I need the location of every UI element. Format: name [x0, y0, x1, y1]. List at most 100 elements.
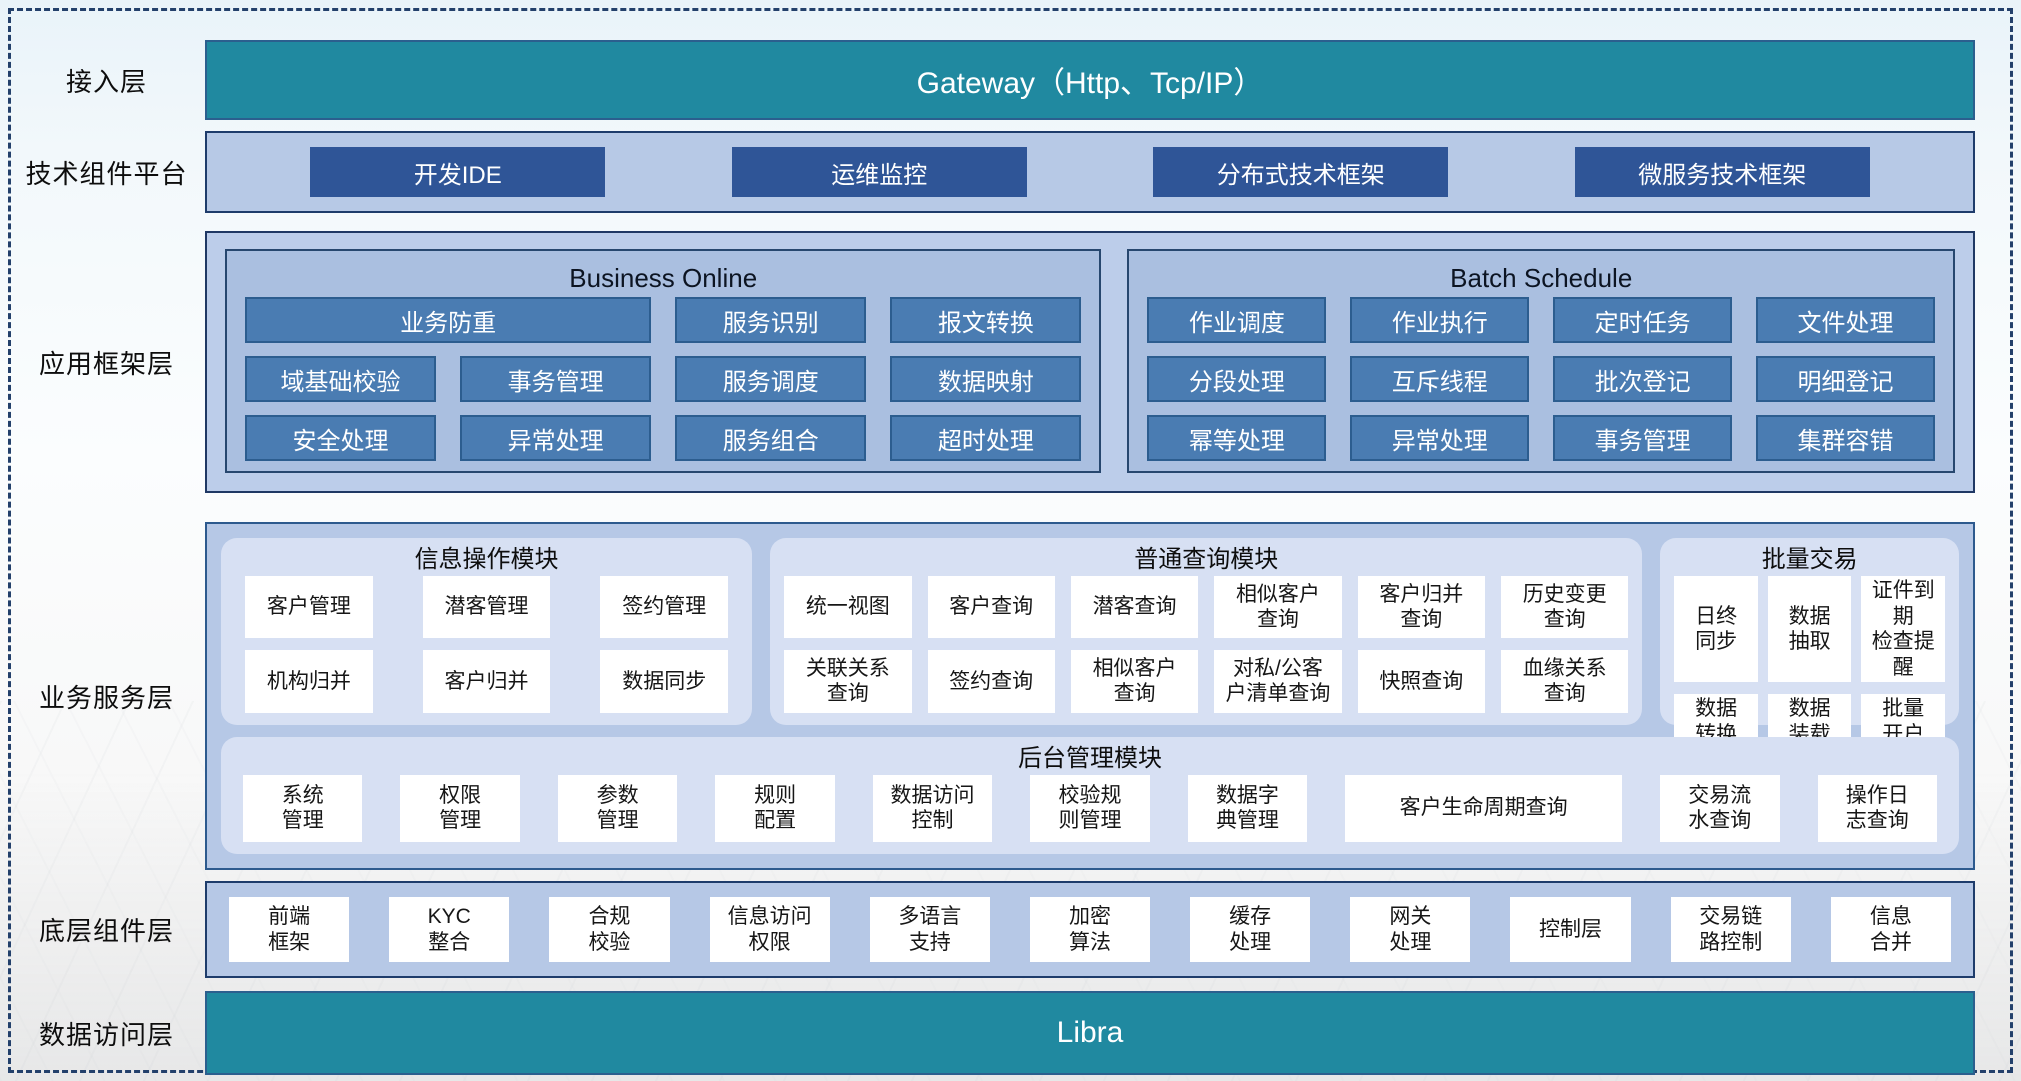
admin-module-cell: 系统 管理: [243, 774, 363, 842]
batch-trade-cell: 日终 同步: [1674, 576, 1758, 683]
batch-schedule-cell: 定时任务: [1553, 297, 1733, 343]
base-component-cell: 网关 处理: [1350, 897, 1471, 962]
batch-schedule-cell: 文件处理: [1756, 297, 1935, 343]
layer-label-access: 接入层: [65, 66, 147, 97]
business-online-cell: 域基础校验: [245, 356, 437, 402]
info-operation-cell: 客户管理: [245, 576, 373, 639]
base-component-cell: 多语言 支持: [869, 897, 990, 962]
access-layer-row: 接入层 Gateway（Http、Tcp/IP）: [8, 40, 2013, 120]
layer-label-business-service: 业务服务层: [38, 682, 174, 713]
tech-platform-button: 运维监控: [731, 147, 1027, 197]
business-service-row: 业务服务层 信息操作模块 客户管理潜客管理签约管理机构归并客户归并数据同步 普通…: [8, 522, 2013, 870]
admin-module-title: 后台管理模块: [1018, 744, 1162, 772]
ordinary-query-cell: 签约查询: [927, 650, 1055, 713]
admin-module-cell: 参数 管理: [557, 774, 678, 842]
base-component-cell: 前端 框架: [229, 897, 350, 962]
layer-label-app-framework: 应用框架层: [38, 348, 174, 379]
batch-schedule-cell: 批次登记: [1553, 356, 1733, 402]
batch-schedule-cell: 明细登记: [1756, 356, 1935, 402]
admin-module-cell: 数据访问 控制: [872, 774, 993, 842]
admin-module-cell: 数据字 典管理: [1187, 774, 1308, 842]
batch-schedule-title: Batch Schedule: [1450, 263, 1633, 293]
info-operation-module: 信息操作模块 客户管理潜客管理签约管理机构归并客户归并数据同步: [221, 538, 753, 725]
business-online-cell: 异常处理: [460, 415, 652, 461]
base-component-cell: 合规 校验: [549, 897, 670, 962]
ordinary-query-cell: 相似客户 查询: [1070, 650, 1199, 713]
business-online-cell: 服务组合: [675, 415, 867, 461]
libra-bar: Libra: [205, 991, 1975, 1075]
batch-schedule-cell: 作业调度: [1147, 297, 1327, 343]
admin-module-grid: 系统 管理权限 管理参数 管理规则 配置数据访问 控制校验规 则管理数据字 典管…: [235, 774, 1945, 842]
admin-module-cell: 规则 配置: [715, 774, 835, 842]
business-online-grid: 业务防重服务识别报文转换域基础校验事务管理服务调度数据映射安全处理异常处理服务组…: [245, 297, 1082, 461]
tech-platform-button: 分布式技术框架: [1153, 147, 1449, 197]
ordinary-query-cell: 关联关系 查询: [784, 650, 912, 713]
business-online-cell: 事务管理: [460, 356, 652, 402]
info-operation-cell: 签约管理: [600, 576, 729, 639]
gateway-bar: Gateway（Http、Tcp/IP）: [205, 40, 1975, 120]
layer-label-tech-platform: 技术组件平台: [25, 158, 188, 189]
business-online-cell: 业务防重: [245, 297, 652, 343]
base-component-cell: 交易链 路控制: [1670, 897, 1791, 962]
business-online-cell: 超时处理: [890, 415, 1082, 461]
admin-module-cell: 操作日 志查询: [1817, 774, 1937, 842]
ordinary-query-cell: 快照查询: [1357, 650, 1485, 713]
batch-trade-cell: 证件到期 检查提醒: [1861, 576, 1945, 683]
ordinary-query-cell: 客户归并 查询: [1357, 576, 1485, 639]
ordinary-query-cell: 相似客户 查询: [1214, 576, 1342, 639]
base-component-cell: KYC 整合: [389, 897, 510, 962]
business-online-cell: 报文转换: [890, 297, 1082, 343]
tech-platform-content: 开发IDE 运维监控 分布式技术框架 微服务技术框架: [205, 131, 1975, 213]
batch-trade-grid: 日终 同步数据 抽取证件到期 检查提醒数据 转换数据 装载批量 开户: [1674, 576, 1945, 750]
base-component-cell: 控制层: [1510, 897, 1631, 962]
admin-module-cell: 权限 管理: [400, 774, 520, 842]
ordinary-query-cell: 统一视图: [784, 576, 912, 639]
data-access-content: Libra: [205, 991, 1975, 1075]
tech-platform-button: 开发IDE: [310, 147, 606, 197]
business-online-title: Business Online: [569, 263, 758, 293]
app-framework-row: 应用框架层 Business Online 业务防重服务识别报文转换域基础校验事…: [8, 231, 2013, 493]
app-framework-box: Business Online 业务防重服务识别报文转换域基础校验事务管理服务调…: [205, 231, 1975, 493]
batch-trade-module: 批量交易 日终 同步数据 抽取证件到期 检查提醒数据 转换数据 装载批量 开户: [1660, 538, 1959, 750]
ordinary-query-cell: 血缘关系 查询: [1501, 650, 1629, 713]
business-service-content: 信息操作模块 客户管理潜客管理签约管理机构归并客户归并数据同步 普通查询模块 统…: [205, 522, 1975, 870]
ordinary-query-cell: 客户查询: [927, 576, 1055, 639]
batch-schedule-cell: 互斥线程: [1350, 356, 1530, 402]
business-online-cell: 服务调度: [675, 356, 867, 402]
admin-module: 后台管理模块 系统 管理权限 管理参数 管理规则 配置数据访问 控制校验规 则管…: [221, 736, 1959, 854]
info-operation-cell: 机构归并: [245, 650, 373, 713]
data-access-row: 数据访问层 Libra: [8, 991, 2013, 1075]
ordinary-query-cell: 对私/公客 户清单查询: [1214, 650, 1342, 713]
batch-schedule-cell: 异常处理: [1350, 415, 1530, 461]
ordinary-query-cell: 历史变更 查询: [1501, 576, 1629, 639]
diagram-wrapper: 接入层 Gateway（Http、Tcp/IP） 技术组件平台 开发IDE 运维监…: [8, 8, 2013, 1075]
base-component-cell: 信息 合并: [1830, 897, 1951, 962]
batch-schedule-panel: Batch Schedule 作业调度作业执行定时任务文件处理分段处理互斥线程批…: [1127, 249, 1955, 473]
info-operation-cell: 潜客管理: [422, 576, 551, 639]
tech-platform-box: 开发IDE 运维监控 分布式技术框架 微服务技术框架: [205, 131, 1975, 213]
ordinary-query-cell: 潜客查询: [1070, 576, 1199, 639]
batch-schedule-cell: 幂等处理: [1147, 415, 1327, 461]
batch-trade-cell: 数据 抽取: [1767, 576, 1852, 683]
batch-schedule-cell: 分段处理: [1147, 356, 1327, 402]
info-operation-cell: 数据同步: [600, 650, 729, 713]
business-online-panel: Business Online 业务防重服务识别报文转换域基础校验事务管理服务调…: [225, 249, 1102, 473]
admin-module-cell: 校验规 则管理: [1030, 774, 1150, 842]
batch-schedule-cell: 集群容错: [1756, 415, 1935, 461]
access-layer-content: Gateway（Http、Tcp/IP）: [205, 40, 1975, 120]
info-operation-module-title: 信息操作模块: [414, 546, 559, 573]
business-online-cell: 服务识别: [675, 297, 867, 343]
business-service-top-panels: 信息操作模块 客户管理潜客管理签约管理机构归并客户归并数据同步 普通查询模块 统…: [221, 538, 1959, 750]
info-operation-cell: 客户归并: [422, 650, 551, 713]
layer-label-base-components: 底层组件层: [38, 916, 174, 946]
app-framework-content: Business Online 业务防重服务识别报文转换域基础校验事务管理服务调…: [205, 231, 1975, 493]
base-component-cell: 缓存 处理: [1190, 897, 1311, 962]
tech-platform-button: 微服务技术框架: [1574, 147, 1870, 197]
batch-trade-module-title: 批量交易: [1761, 546, 1858, 573]
admin-module-cell: 交易流 水查询: [1660, 774, 1780, 842]
layer-label-data-access: 数据访问层: [38, 1019, 174, 1050]
business-online-cell: 安全处理: [245, 415, 437, 461]
